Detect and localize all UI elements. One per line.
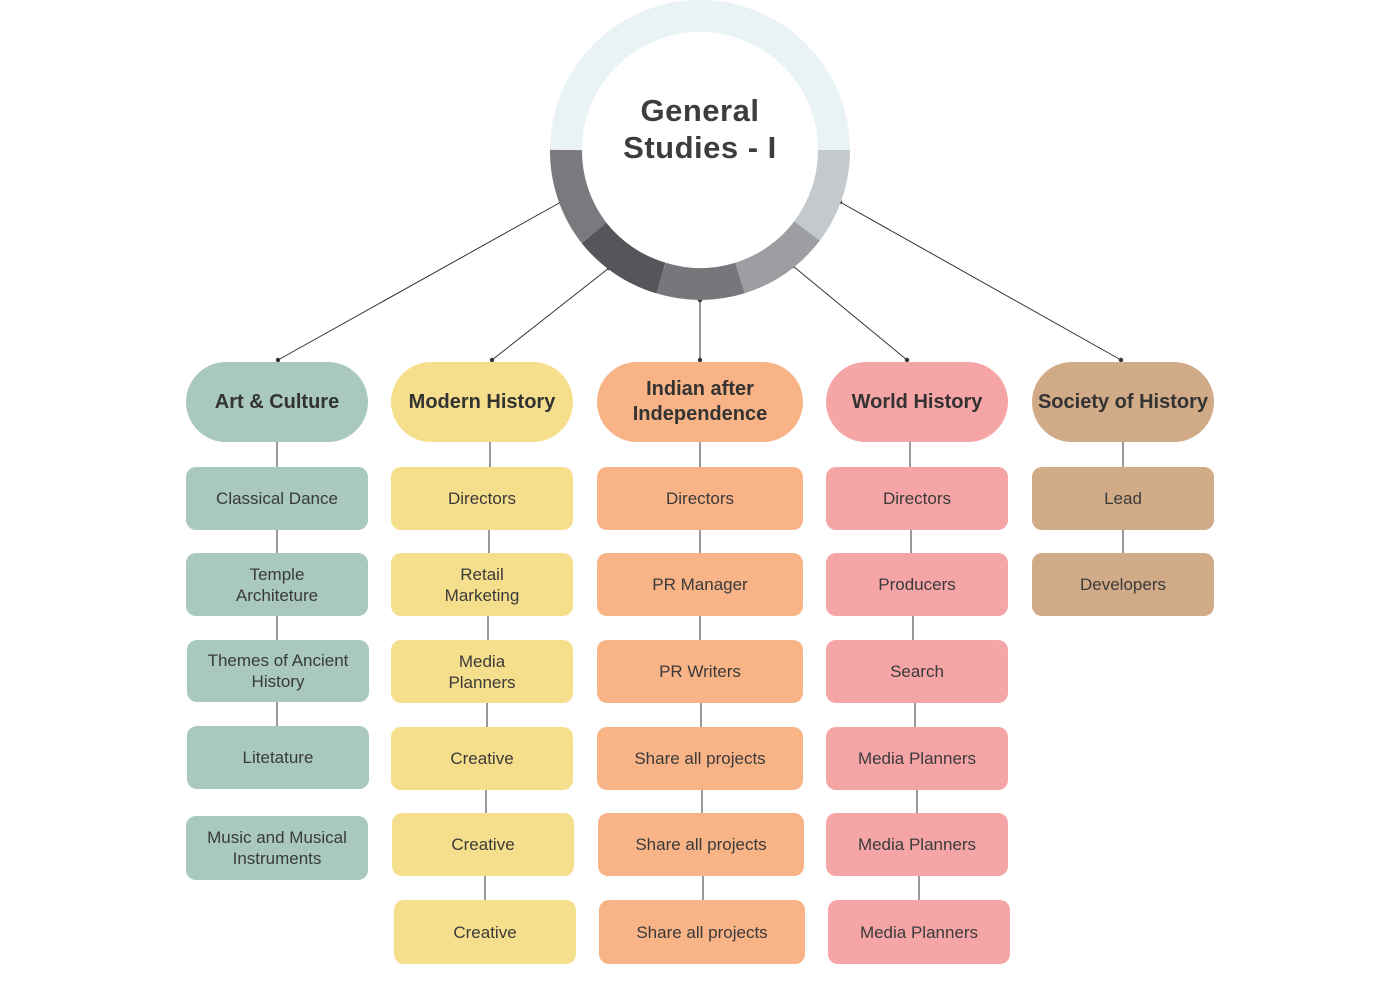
modern-item-media-planners[interactable]: Media Planners xyxy=(391,640,573,703)
art-item-themes-ancient-history[interactable]: Themes of Ancient History xyxy=(187,640,369,702)
society-item-developers[interactable]: Developers xyxy=(1032,553,1214,616)
ring-segment-1 xyxy=(549,149,607,243)
world-item-media-planners-2[interactable]: Media Planners xyxy=(826,813,1008,876)
modern-item-creative-2[interactable]: Creative xyxy=(392,813,574,876)
connector-center-society xyxy=(839,201,1122,361)
art-item-music-instruments[interactable]: Music and Musical Instruments xyxy=(186,816,368,880)
branch-header-modern-history[interactable]: Modern History xyxy=(391,362,573,442)
world-item-producers[interactable]: Producers xyxy=(826,553,1008,616)
center-title-line2: Studies - I xyxy=(623,130,777,165)
connector-center-art xyxy=(277,201,562,361)
ring-segment-3 xyxy=(656,262,745,300)
branch-header-indian-after-independence[interactable]: Indian after Independence xyxy=(597,362,803,442)
connector-center-modern xyxy=(491,267,610,361)
ring-segment-2 xyxy=(581,222,666,294)
world-item-search[interactable]: Search xyxy=(826,640,1008,703)
center-title-line1: General xyxy=(640,93,760,128)
indian-item-share-projects-1[interactable]: Share all projects xyxy=(597,727,803,790)
indian-item-share-projects-2[interactable]: Share all projects xyxy=(598,813,804,876)
ring-segment-5 xyxy=(793,149,851,241)
indian-item-pr-writers[interactable]: PR Writers xyxy=(597,640,803,703)
art-item-classical-dance[interactable]: Classical Dance xyxy=(186,467,368,530)
branch-header-art-culture[interactable]: Art & Culture xyxy=(186,362,368,442)
world-item-media-planners-1[interactable]: Media Planners xyxy=(826,727,1008,790)
world-item-media-planners-3[interactable]: Media Planners xyxy=(828,900,1010,964)
society-item-lead[interactable]: Lead xyxy=(1032,467,1214,530)
indian-item-pr-manager[interactable]: PR Manager xyxy=(597,553,803,616)
modern-item-retail-marketing[interactable]: Retail Marketing xyxy=(391,553,573,616)
modern-item-creative-3[interactable]: Creative xyxy=(394,900,576,964)
art-item-temple-architecture[interactable]: Temple Architeture xyxy=(186,553,368,616)
branch-header-world-history[interactable]: World History xyxy=(826,362,1008,442)
modern-item-directors[interactable]: Directors xyxy=(391,467,573,530)
ring-segment-4 xyxy=(734,220,820,294)
modern-item-creative-1[interactable]: Creative xyxy=(391,727,573,790)
world-item-directors[interactable]: Directors xyxy=(826,467,1008,530)
center-title: General Studies - I xyxy=(586,92,814,166)
indian-item-share-projects-3[interactable]: Share all projects xyxy=(599,900,805,964)
indian-item-directors[interactable]: Directors xyxy=(597,467,803,530)
branch-header-society-of-history[interactable]: Society of History xyxy=(1032,362,1214,442)
connector-center-world xyxy=(792,265,908,361)
art-item-literature[interactable]: Litetature xyxy=(187,726,369,789)
